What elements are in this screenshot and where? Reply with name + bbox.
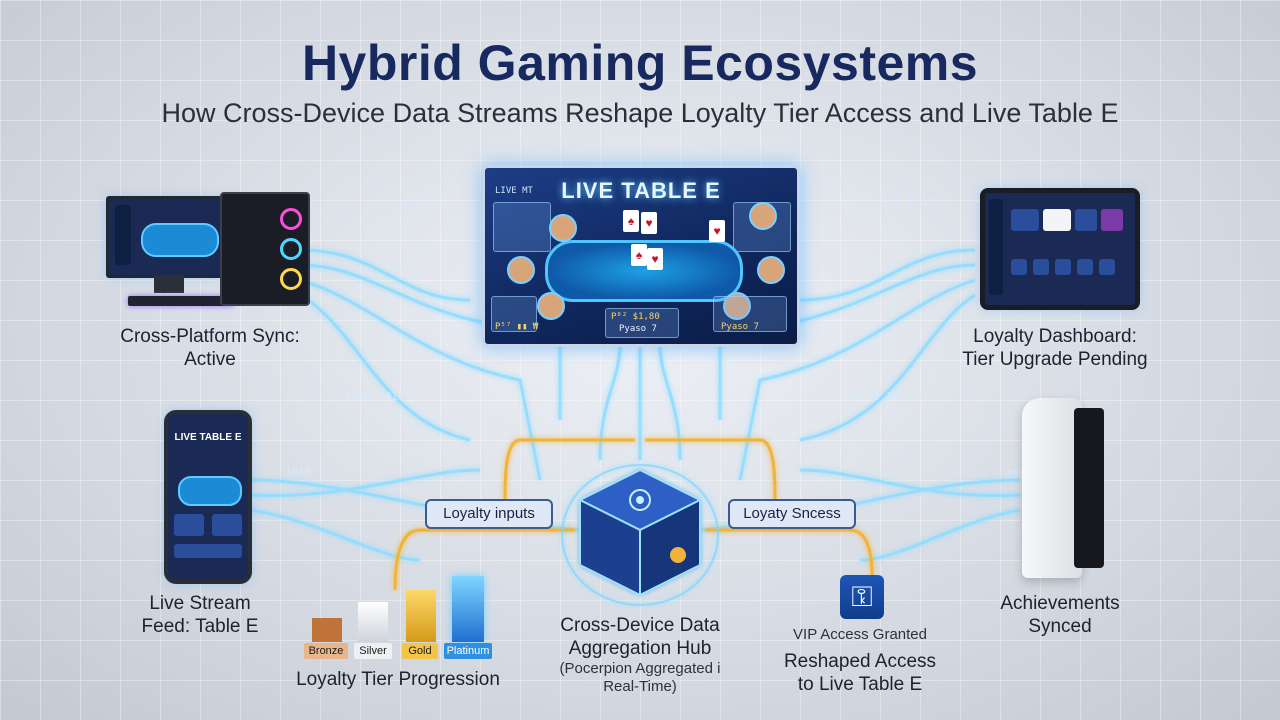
player-label: Pyaso 7	[619, 324, 657, 334]
tablet-device	[980, 188, 1140, 310]
binary-stream-4: 1010 1010	[345, 390, 405, 403]
reshaped-access-line-1: Reshaped Access	[783, 651, 937, 672]
live-table-screen: LIVE TABLE E LIVE MT ♠ ♥ ♥ ♠ ♥ P⁵⁷ ▮▮ ₩ …	[482, 165, 800, 347]
smartphone-device: LIVE TABLE E	[164, 410, 252, 584]
phone-label-line-1: Live Stream	[149, 593, 251, 614]
playing-card-icon: ♥	[647, 248, 663, 270]
bronze-trophy-icon	[312, 618, 342, 642]
tier-platinum: Platinum	[444, 643, 492, 659]
hub-caption-line-1: (Pocerpion Aggregated i	[559, 660, 721, 677]
bet-right: Pyaso 7	[721, 322, 759, 332]
loyalty-success-label: Loyaty Sncess	[728, 499, 856, 529]
page-subtitle: How Cross-Device Data Streams Reshape Lo…	[161, 98, 1119, 128]
avatar	[757, 256, 785, 284]
phone-screen-title: LIVE TABLE E	[174, 432, 242, 443]
tier-gold: Gold	[402, 643, 438, 659]
game-console	[1022, 398, 1104, 578]
playing-card-icon: ♠	[631, 244, 647, 266]
key-icon: ⚿	[840, 575, 884, 619]
playing-card-icon: ♥	[641, 212, 657, 234]
console-label-line-1: Achievements	[1000, 593, 1120, 614]
avatar	[749, 202, 777, 230]
desktop-label-line-2: Active	[184, 349, 236, 370]
avatar	[507, 256, 535, 284]
binary-stream-2: 010 1000	[880, 195, 933, 208]
desktop-label: Cross-Platform Sync: Active	[100, 325, 320, 371]
loyalty-inputs-label: Loyalty inputs	[425, 499, 553, 529]
binary-stream-1: 1010	[395, 200, 422, 213]
player-panel-center	[605, 308, 679, 338]
hub-caption: (Pocerpion Aggregated i Real-Time)	[540, 660, 740, 696]
console-label: Achievements Synced	[980, 592, 1140, 638]
phone-label-line-2: Feed: Table E	[141, 616, 259, 637]
playing-card-icon: ♠	[623, 210, 639, 232]
tablet-label-line-2: Tier Upgrade Pending	[962, 349, 1148, 370]
pc-tower	[220, 192, 310, 306]
vip-access-label: VIP Access Granted	[793, 626, 927, 643]
player-panel-left	[491, 296, 537, 332]
player-panel-right	[713, 296, 787, 332]
reshaped-access-line-2: to Live Table E	[797, 674, 923, 695]
monitor-stand	[154, 275, 184, 293]
hub-label-line-2: Aggregation Hub	[568, 638, 712, 659]
tier-heading: Loyalty Tier Progression	[296, 669, 500, 690]
bet-center: P⁸² $1,80	[611, 312, 660, 322]
hub-label: Cross-Device Data Aggregation Hub	[540, 614, 740, 660]
tier-silver: Silver	[354, 643, 392, 659]
tablet-label-line-1: Loyalty Dashboard:	[973, 326, 1137, 347]
info-panel-left	[493, 202, 551, 252]
tablet-label: Loyalty Dashboard: Tier Upgrade Pending	[950, 325, 1160, 371]
hub-caption-line-2: Real-Time)	[603, 678, 677, 695]
desktop-monitor	[106, 196, 238, 278]
avatar	[549, 214, 577, 242]
desktop-label-line-1: Cross-Platform Sync:	[120, 326, 300, 347]
playing-card-icon: ♥	[709, 220, 725, 242]
live-tag: LIVE MT	[495, 186, 533, 196]
platinum-trophy-icon	[452, 576, 484, 642]
gold-trophy-icon	[406, 590, 436, 642]
hub-label-line-1: Cross-Device Data	[560, 615, 720, 636]
binary-stream-3: 1010	[285, 465, 312, 478]
avatar	[537, 292, 565, 320]
console-label-line-2: Synced	[1028, 616, 1092, 637]
phone-label: Live Stream Feed: Table E	[120, 592, 280, 638]
reshaped-access-label: Reshaped Access to Live Table E	[770, 650, 950, 696]
bet-left: P⁵⁷ ▮▮ ₩	[495, 322, 539, 332]
page-title: Hybrid Gaming Ecosystems	[301, 35, 979, 91]
keyboard	[128, 296, 234, 306]
live-table-title: LIVE TABLE E	[561, 178, 721, 203]
hub-cube-icon	[561, 464, 719, 606]
tier-bronze: Bronze	[304, 643, 348, 659]
silver-trophy-icon	[358, 602, 388, 642]
binary-stream-5: 101 10 1010	[840, 390, 913, 403]
